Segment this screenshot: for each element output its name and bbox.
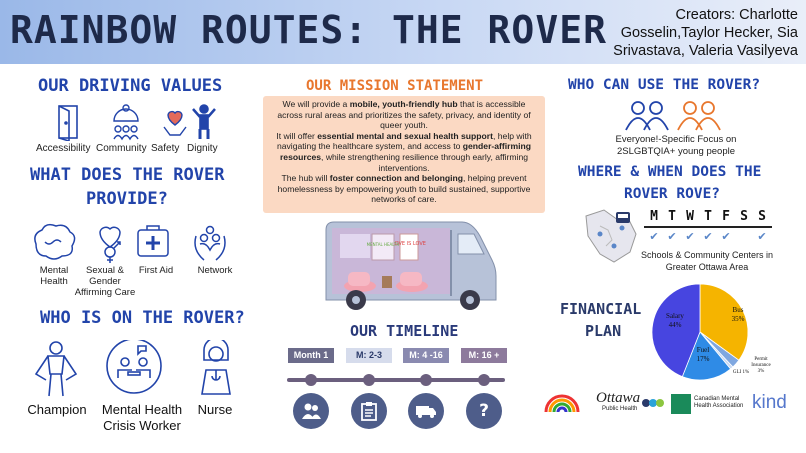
rainbow-logo	[544, 394, 580, 413]
mission-p3: The hub will foster connection and belon…	[277, 173, 531, 205]
safety-icon	[163, 110, 187, 136]
week-calendar: M T W T F S S	[644, 209, 772, 229]
day-sat: S	[740, 209, 748, 224]
timeline-dot	[363, 374, 375, 386]
timeline-tab-m16plus: M: 16 +	[461, 348, 507, 363]
value-label-safety: Safety	[151, 143, 180, 154]
values-heading: OUR DRIVING VALUES	[38, 76, 223, 96]
nurse-icon	[201, 340, 231, 395]
network-icon	[194, 225, 226, 261]
where-description: Schools & Community Centers in Greater O…	[640, 250, 774, 272]
timeline-tab-month1: Month 1	[288, 348, 334, 363]
where-heading-line1: WHERE & WHEN DOES THE	[578, 164, 762, 180]
gender-symbol-icon	[99, 226, 121, 263]
provide-label-gender-care: Sexual & Gender Affirming Care	[74, 265, 136, 298]
people-icon	[293, 393, 329, 429]
cmha-logo-text: Canadian Mental Health Association	[694, 396, 744, 409]
dots-logo	[642, 399, 664, 407]
truck-icon	[408, 393, 444, 429]
ottawa-logo-sub: Public Health	[602, 406, 638, 412]
day-fri: F	[722, 209, 730, 224]
provide-heading-line1: WHAT DOES THE ROVER	[30, 165, 225, 185]
financial-heading-line2: PLAN	[585, 322, 622, 340]
check-icon: ✔	[757, 230, 767, 243]
poster-love: LOVE IS LOVE	[392, 241, 426, 247]
check-icon: ✔	[703, 230, 713, 243]
who-description: Everyone!-Specific Focus on 2SLGBTQIA+ y…	[615, 134, 737, 157]
community-icon	[113, 104, 139, 141]
financial-heading-line1: FINANCIAL	[560, 300, 642, 318]
cmha-logo-icon	[671, 394, 691, 414]
day-tue: T	[668, 209, 676, 224]
provide-heading-line2: PROVIDE?	[86, 189, 168, 209]
map-icon	[585, 209, 637, 263]
header-banner: RAINBOW ROUTES: THE ROVER Creators: Char…	[0, 0, 806, 64]
brain-icon	[34, 223, 76, 260]
check-icon: ✔	[667, 230, 677, 243]
timeline-line	[287, 378, 505, 382]
staff-label-nurse: Nurse	[197, 402, 233, 417]
counseling-icon	[106, 340, 162, 394]
mission-p1: We will provide a mobile, youth-friendly…	[277, 99, 531, 131]
day-thu: T	[704, 209, 712, 224]
timeline-tab-m2-3: M: 2-3	[346, 348, 392, 363]
staff-icons	[34, 340, 231, 397]
pie-label-gli: GLI 1%	[732, 370, 750, 375]
where-heading-line2: ROVER ROVE?	[624, 186, 721, 202]
page-title: RAINBOW ROUTES: THE ROVER	[10, 8, 607, 52]
provide-label-first-aid: First Aid	[138, 265, 174, 276]
value-label-community: Community	[96, 143, 147, 154]
mission-statement-box: We will provide a mobile, youth-friendly…	[263, 96, 545, 213]
staff-label-crisis-worker: Mental Health Crisis Worker	[101, 402, 183, 433]
door-icon	[58, 105, 78, 141]
dignity-icon	[192, 104, 216, 139]
timeline-dot	[478, 374, 490, 386]
day-wed: W	[686, 209, 694, 224]
question-icon: ?	[466, 393, 502, 429]
timeline-dot	[420, 374, 432, 386]
timeline-heading: OUR TIMELINE	[350, 322, 459, 340]
mission-heading: OUR MISSION STATEMENT	[306, 78, 484, 94]
provide-label-mental-health: Mental Health	[39, 265, 69, 287]
financial-pie-chart	[651, 283, 749, 381]
clipboard-icon	[351, 393, 387, 429]
creators-text: Creators: Charlotte Gosselin,Taylor Heck…	[613, 7, 798, 59]
who-heading: WHO CAN USE THE ROVER?	[568, 77, 761, 93]
pie-slice-fuel	[681, 331, 732, 381]
day-mon: M	[650, 209, 658, 224]
superhero-icon	[34, 341, 78, 397]
staff-heading: WHO IS ON THE ROVER?	[40, 308, 245, 328]
check-icon: ✔	[721, 230, 731, 243]
values-icons	[58, 104, 216, 141]
mission-p2: It will offer essential mental and sexua…	[276, 130, 532, 173]
staff-label-champion: Champion	[27, 402, 87, 417]
pie-slice-bus	[699, 283, 749, 361]
value-label-dignity: Dignity	[187, 143, 218, 154]
calendar-divider	[644, 226, 772, 228]
value-label-accessibility: Accessibility	[36, 143, 91, 154]
poster-mental-health: MENTAL HEALTH	[367, 242, 400, 247]
kind-logo: kind	[752, 392, 787, 413]
provide-label-network: Network	[197, 265, 233, 276]
ottawa-logo: Ottawa	[596, 390, 641, 406]
van-illustration: LOVE IS LOVE MENTAL HEALTH	[325, 221, 497, 310]
first-aid-icon	[137, 225, 169, 257]
check-icon: ✔	[685, 230, 695, 243]
day-sun: S	[758, 209, 766, 224]
calendar-checks: ✔ ✔ ✔ ✔ ✔ ✔	[644, 230, 772, 244]
group-people-icon	[625, 101, 721, 131]
pie-slice-salary	[651, 283, 701, 378]
provide-icons	[34, 223, 226, 263]
timeline-dot	[305, 374, 317, 386]
check-icon: ✔	[649, 230, 659, 243]
timeline-tab-m4-16: M: 4 -16	[403, 348, 449, 363]
